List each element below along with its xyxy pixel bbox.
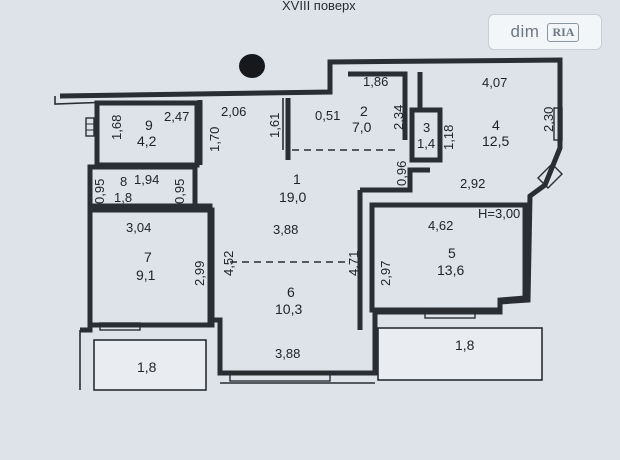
dim-label: 3,88 bbox=[273, 222, 298, 237]
dim-label: 2,34 bbox=[391, 105, 406, 130]
dim-label: 1,94 bbox=[134, 172, 159, 187]
dim-label: 0,51 bbox=[315, 108, 340, 123]
room-8-number: 8 bbox=[120, 174, 127, 189]
room-8-area: 1,8 bbox=[114, 190, 132, 205]
dim-label: 4,71 bbox=[346, 251, 361, 276]
dim-label: 0,95 bbox=[92, 179, 107, 204]
corridor-wall bbox=[54, 96, 111, 105]
room-4-area: 12,5 bbox=[482, 133, 509, 149]
dim-label: 0,95 bbox=[172, 179, 187, 204]
room-5-area: 13,6 bbox=[437, 262, 464, 278]
room-1-right-wall bbox=[360, 167, 430, 193]
room-7-walls bbox=[87, 207, 215, 328]
dim-label: 1,70 bbox=[207, 127, 222, 152]
watermark-brand: dim bbox=[510, 22, 540, 41]
room-6-number: 6 bbox=[287, 284, 295, 300]
room-5-walls bbox=[369, 202, 528, 313]
balcony-right-area: 1,8 bbox=[455, 337, 475, 353]
dim-label: 4,07 bbox=[482, 75, 507, 90]
balcony-right bbox=[377, 327, 543, 381]
room-2-area: 7,0 bbox=[352, 119, 372, 135]
dim-label: 3,04 bbox=[126, 220, 151, 235]
dim-label: 4,52 bbox=[221, 251, 236, 276]
room-4-number: 4 bbox=[492, 117, 500, 133]
room-5-number: 5 bbox=[448, 245, 456, 261]
room-9-area: 4,2 bbox=[137, 133, 157, 149]
balcony-left-area: 1,8 bbox=[137, 359, 157, 375]
dim-label: 2,06 bbox=[221, 104, 246, 119]
room-6-area: 10,3 bbox=[275, 301, 302, 317]
watermark-logo: dim RIA bbox=[488, 14, 602, 50]
watermark-badge: RIA bbox=[547, 22, 580, 42]
room-3-walls bbox=[409, 107, 443, 163]
room-1-area: 19,0 bbox=[279, 189, 306, 205]
dim-label: 0,96 bbox=[394, 161, 409, 186]
dim-label: 2,99 bbox=[192, 261, 207, 286]
room-2-walls bbox=[348, 71, 408, 140]
balcony-left bbox=[93, 339, 207, 391]
dim-label: 4,62 bbox=[428, 218, 453, 233]
ceiling-height: H=3,00 bbox=[478, 206, 520, 221]
dim-label: 2,47 bbox=[164, 109, 189, 124]
dim-label: 1,68 bbox=[109, 115, 124, 140]
dim-label: 2,97 bbox=[378, 261, 393, 286]
window-marks bbox=[85, 107, 563, 382]
room-1-number: 1 bbox=[293, 171, 301, 187]
dim-label: 2,30 bbox=[541, 107, 556, 132]
dim-label: 1,86 bbox=[363, 74, 388, 89]
dim-label: 3,88 bbox=[275, 346, 300, 361]
dimension-labels: 1,86 4,07 2,06 0,51 2,47 1,68 1,70 1,61 … bbox=[92, 74, 556, 361]
ink-blot bbox=[239, 54, 265, 78]
room-7-area: 9,1 bbox=[136, 267, 156, 283]
room-3-number: 3 bbox=[423, 120, 430, 135]
dim-label: 2,92 bbox=[460, 176, 485, 191]
dim-label: 1,61 bbox=[267, 113, 282, 138]
room-7-number: 7 bbox=[144, 249, 152, 265]
floor-label: XVIII поверх bbox=[282, 0, 356, 13]
dim-label: 1,18 bbox=[441, 125, 456, 150]
room-9-number: 9 bbox=[145, 117, 153, 133]
room-2-number: 2 bbox=[360, 103, 368, 119]
room-3-area: 1,4 bbox=[417, 136, 435, 151]
